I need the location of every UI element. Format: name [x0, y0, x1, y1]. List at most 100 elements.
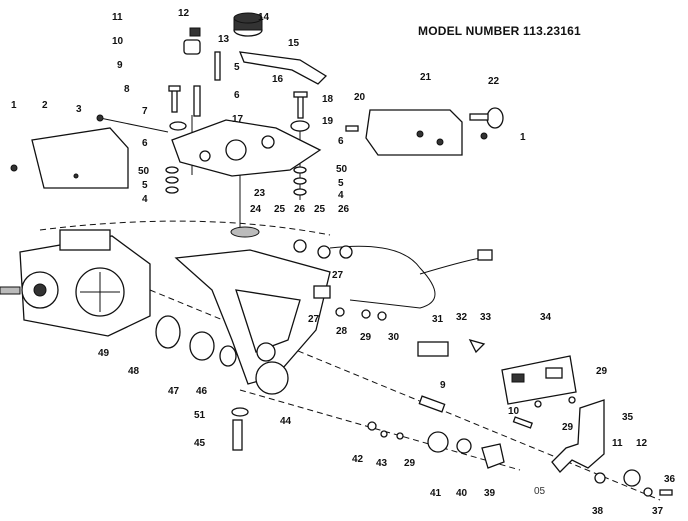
part-20-pin [345, 125, 359, 132]
small-parts [293, 239, 673, 497]
callouts: 11 12 13 14 15 10 9 5 16 8 6 1 2 3 7 17 … [11, 8, 676, 517]
part-3-rod [96, 114, 169, 133]
callout-label: 10 [112, 36, 124, 47]
callout-label: 30 [388, 332, 400, 343]
page-footnote: 05 [534, 486, 546, 497]
callout-label: 7 [142, 106, 148, 117]
bushings [155, 315, 237, 367]
part-12-nut [189, 27, 201, 37]
part-34-plate [501, 355, 577, 405]
callout-label: 6 [142, 138, 148, 149]
part-8-bolt [168, 85, 181, 113]
callout-label: 3 [76, 104, 82, 115]
part-35-arm [551, 399, 605, 473]
callout-label: 33 [480, 312, 492, 323]
part-13-screw [214, 51, 221, 81]
callout-label: 43 [376, 458, 388, 469]
callout-label: 6 [338, 136, 344, 147]
part-14-knob [233, 12, 263, 37]
callout-label: 2 [42, 100, 48, 111]
callout-label: 42 [352, 454, 364, 465]
callout-label: 23 [254, 188, 266, 199]
callout-label: 32 [456, 312, 468, 323]
callout-label: 45 [194, 438, 206, 449]
callout-label: 17 [232, 114, 244, 125]
callout-label: 50 [336, 164, 348, 175]
callout-label: 20 [354, 92, 366, 103]
callout-label: 35 [622, 412, 634, 423]
part-24-gear [230, 226, 260, 238]
callout-label: 9 [117, 60, 123, 71]
cord-31 [329, 245, 493, 309]
part-21-bracket [365, 109, 463, 156]
callout-label: 25 [274, 204, 286, 215]
callout-label: 10 [508, 406, 520, 417]
callout-label: 26 [338, 204, 350, 215]
callout-label: 9 [440, 380, 446, 391]
part-2-cover [31, 127, 129, 189]
callout-label: 36 [664, 474, 676, 485]
callout-label: 31 [432, 314, 444, 325]
callout-label: 29 [360, 332, 372, 343]
callout-label: 21 [420, 72, 432, 83]
callout-label: 46 [196, 386, 208, 397]
callout-label: 37 [652, 506, 664, 516]
callout-label: 34 [540, 312, 552, 323]
callout-label: 1 [11, 100, 17, 111]
part-18-bolt [293, 91, 308, 119]
callout-label: 11 [112, 12, 123, 23]
part-45-pin [231, 407, 249, 451]
callout-label: 29 [404, 458, 416, 469]
callout-label: 1 [520, 132, 526, 143]
model-number: MODEL NUMBER 113.23161 [418, 24, 581, 38]
part-22-knob [469, 107, 504, 129]
callout-label: 5 [338, 178, 344, 189]
callout-label: 4 [338, 190, 344, 201]
small-washers [10, 132, 488, 196]
callout-label: 22 [488, 76, 500, 87]
part-49-motor [0, 229, 151, 337]
callout-label: 47 [168, 386, 180, 397]
callout-label: 14 [258, 12, 270, 23]
callout-label: 18 [322, 94, 334, 105]
callout-label: 38 [592, 506, 604, 516]
callout-label: 12 [178, 8, 190, 19]
callout-label: 40 [456, 488, 468, 499]
callout-label: 11 [612, 438, 623, 449]
part-23-base-plate [171, 119, 322, 177]
callout-label: 41 [430, 488, 442, 499]
callout-label: 39 [484, 488, 496, 499]
part-7-washer [169, 121, 187, 131]
callout-label: 6 [234, 90, 240, 101]
callout-label: 51 [194, 410, 206, 421]
callout-label: 13 [218, 34, 230, 45]
part-11-cap [183, 39, 201, 55]
callout-label: 48 [128, 366, 140, 377]
callout-label: 28 [336, 326, 348, 337]
part-15-lever [238, 51, 328, 85]
callout-label: 27 [308, 314, 320, 325]
callout-label: 16 [272, 74, 284, 85]
callout-label: 44 [280, 416, 292, 427]
callout-label: 8 [124, 84, 130, 95]
part-9-screw [193, 85, 201, 117]
callout-label: 25 [314, 204, 326, 215]
callout-label: 29 [596, 366, 608, 377]
callout-label: 27 [332, 270, 344, 281]
callout-label: 12 [636, 438, 648, 449]
callout-label: 29 [562, 422, 574, 433]
callout-label: 5 [234, 62, 240, 73]
callout-label: 50 [138, 166, 150, 177]
callout-label: 19 [322, 116, 334, 127]
callout-label: 4 [142, 194, 148, 205]
bracket-frame [174, 249, 331, 395]
callout-label: 49 [98, 348, 110, 359]
callout-label: 24 [250, 204, 262, 215]
callout-label: 15 [288, 38, 300, 49]
callout-label: 5 [142, 180, 148, 191]
part-32-switch [417, 341, 449, 357]
part-19-washer [290, 120, 310, 132]
callout-label: 26 [294, 204, 306, 215]
